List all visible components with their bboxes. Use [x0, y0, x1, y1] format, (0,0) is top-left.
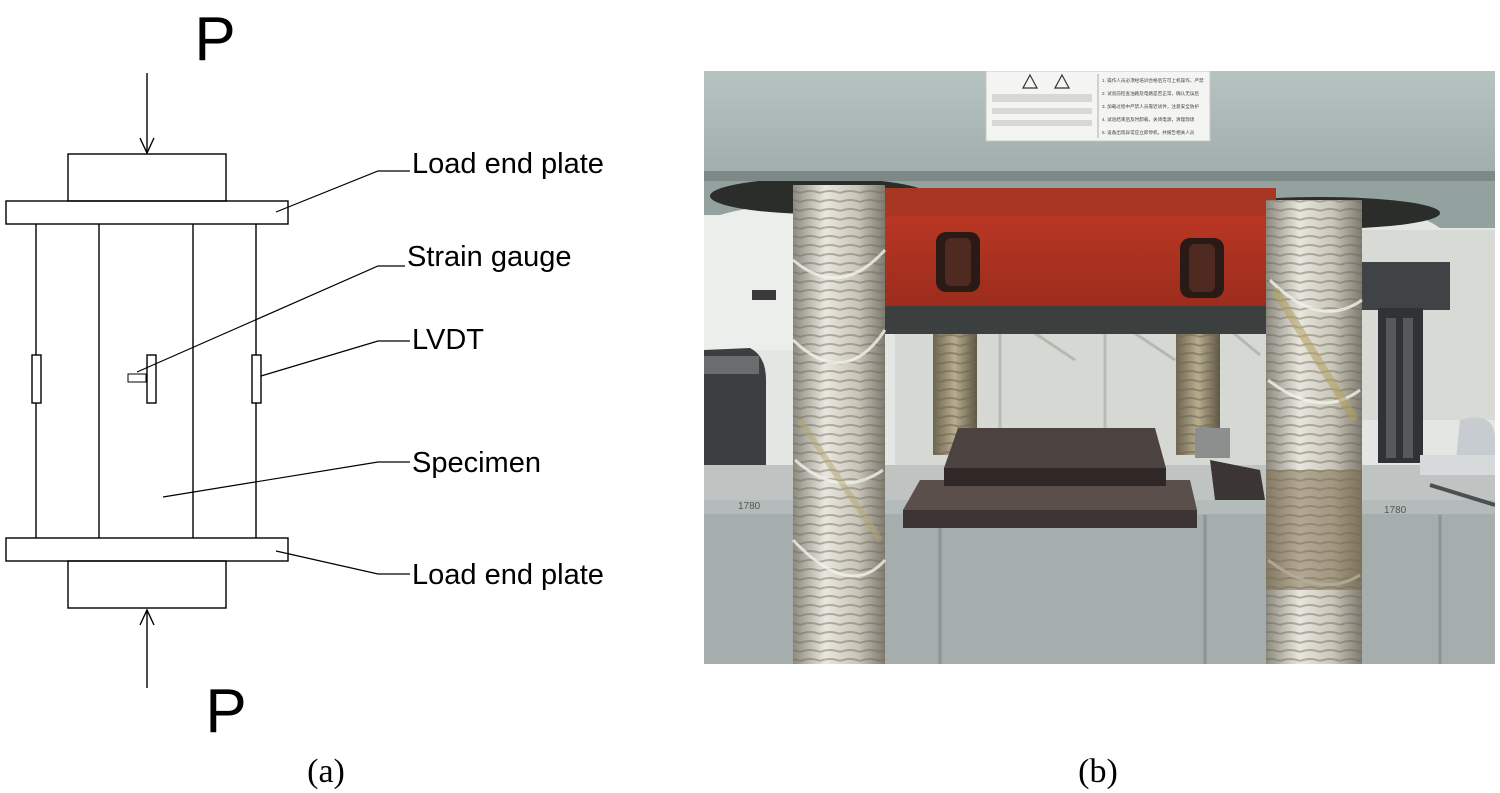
caption-b: (b): [1078, 753, 1118, 790]
strain-gauge-marker: [146, 354, 157, 404]
sign-line-1: 1. 操作人员必须经培训合格后方可上机操作，严禁: [1102, 77, 1204, 84]
label-lvdt: LVDT: [412, 324, 484, 356]
top-end-plate: [5, 200, 289, 225]
lvdt-sensor-right: [251, 354, 262, 404]
load-arrow-bottom: [139, 608, 155, 688]
caption-a: (a): [307, 753, 345, 790]
bottom-platen: [903, 480, 1197, 510]
background-machine-left: [704, 348, 766, 470]
column-front-left: [791, 185, 887, 664]
label-strain-gauge: Strain gauge: [407, 241, 571, 273]
column-front-right: [1266, 200, 1363, 664]
label-load-end-plate-bottom: Load end plate: [412, 559, 604, 591]
bottom-load-block: [67, 560, 227, 609]
red-crosshead: [880, 188, 1276, 334]
bench-mark-left: 1780: [738, 501, 761, 512]
top-load-block: [67, 153, 227, 202]
strain-gauge-element: [127, 373, 147, 383]
load-symbol-bottom: P: [205, 677, 246, 746]
sign-line-4: 4. 试验结束后及时卸载，关闭电源，清理现场: [1102, 116, 1195, 123]
label-load-end-plate-top: Load end plate: [412, 148, 604, 180]
load-arrow-top: [139, 73, 155, 155]
specimen-plate: [944, 428, 1166, 468]
sign-line-5: 5. 设备出现异常应立即停机，并报告相关人员: [1102, 129, 1195, 136]
leader-lines: [136, 170, 410, 575]
schematic-panel: P P Load end plate: [5, 5, 604, 746]
load-symbol-top: P: [194, 5, 235, 74]
label-specimen: Specimen: [412, 447, 541, 479]
test-machine-photo: 1780 1780: [704, 71, 1495, 664]
sign-line-2: 2. 试验前检查油路及电路是否正常，确认无误后: [1102, 90, 1199, 97]
warning-sign: 1. 操作人员必须经培训合格后方可上机操作，严禁 2. 试验前检查油路及电路是否…: [985, 71, 1211, 142]
lvdt-sensor-left: [31, 354, 42, 404]
bench-mark-right: 1780: [1384, 505, 1407, 516]
bottom-end-plate: [5, 537, 289, 562]
background-machine-right: [1360, 262, 1450, 310]
sign-line-3: 3. 加载过程中严禁人员靠近试件，注意安全防护: [1102, 103, 1199, 110]
